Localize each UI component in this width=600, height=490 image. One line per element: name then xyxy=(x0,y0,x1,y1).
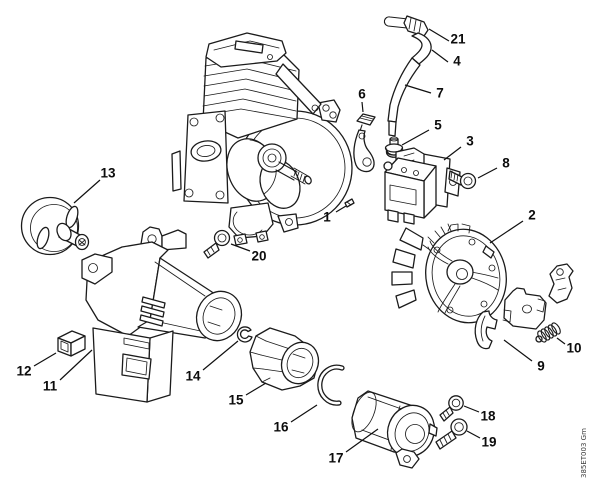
callout-leader-line xyxy=(290,404,318,423)
callout-17-clutch-drum: 17 xyxy=(328,428,379,466)
callout-number: 20 xyxy=(251,249,266,264)
callout-leader-line xyxy=(431,49,449,63)
callout-number: 1 xyxy=(323,210,331,225)
callout-number: 17 xyxy=(328,451,343,466)
callout-leader-line xyxy=(245,382,267,396)
callout-10-spring: 10 xyxy=(556,337,582,356)
screw-18-part xyxy=(439,395,464,422)
callout-4-elbow-sleeve: 4 xyxy=(431,49,461,69)
callout-number: 5 xyxy=(434,118,442,133)
callout-number: 19 xyxy=(481,435,496,450)
callout-number: 16 xyxy=(273,420,289,435)
housing-part xyxy=(81,226,243,403)
callout-number: 6 xyxy=(358,87,366,102)
callout-18-screw: 18 xyxy=(463,405,496,424)
callout-leader-line xyxy=(404,84,432,94)
ignition-module-part xyxy=(383,147,461,225)
callout-12-plug: 12 xyxy=(16,352,57,379)
callout-2-flywheel: 2 xyxy=(489,208,536,244)
watermark-text: 385ET003 Gm xyxy=(580,428,588,478)
callout-16-spring-clip: 16 xyxy=(273,404,318,435)
screw-20-part xyxy=(203,229,231,259)
callout-number: 9 xyxy=(537,359,545,374)
callout-leader-line xyxy=(556,337,566,345)
callout-3-ignition-module: 3 xyxy=(443,134,474,161)
callout-number: 18 xyxy=(480,409,496,424)
callout-leader-line xyxy=(345,428,379,453)
callout-number: 8 xyxy=(502,156,510,171)
callout-number: 21 xyxy=(450,32,466,47)
callout-leader-line xyxy=(463,405,480,413)
callout-number: 3 xyxy=(466,134,474,149)
snap-ring-part xyxy=(236,326,253,343)
callout-number: 14 xyxy=(185,369,201,384)
ignition-lead-part xyxy=(383,15,432,137)
callout-number: 15 xyxy=(228,393,244,408)
callout-number: 7 xyxy=(436,86,444,101)
flywheel-part xyxy=(391,223,507,324)
callout-14-snap-ring: 14 xyxy=(185,340,239,384)
callout-number: 2 xyxy=(528,208,536,223)
screw-8-part xyxy=(448,170,477,190)
callout-leader-line xyxy=(443,146,462,161)
lever-part xyxy=(353,113,376,173)
starter-pawl-part xyxy=(474,310,498,350)
callout-11-housing: 11 xyxy=(43,349,93,394)
callout-5-grommet: 5 xyxy=(401,118,442,146)
callout-leader-line xyxy=(33,352,57,367)
callout-13-cap: 13 xyxy=(73,166,116,204)
coupling-sleeve-part xyxy=(249,327,320,391)
callout-21-sleeve-nipple: 21 xyxy=(428,28,466,47)
pawl-carrier-part xyxy=(502,287,547,330)
callout-leader-line xyxy=(489,220,524,244)
callout-7-ignition-lead: 7 xyxy=(404,84,444,101)
callout-number: 10 xyxy=(566,341,581,356)
spring-clip-part xyxy=(317,364,345,406)
callout-leader-line xyxy=(466,430,481,439)
callout-leader-line xyxy=(503,339,533,362)
callout-leader-line xyxy=(73,179,101,204)
callout-6-lever: 6 xyxy=(358,87,366,113)
cap-part xyxy=(20,196,90,256)
callout-leader-line xyxy=(202,340,239,371)
callout-19-screw: 19 xyxy=(466,430,497,450)
callout-leader-line xyxy=(477,167,498,179)
clutch-drum-part xyxy=(351,390,438,469)
locking-key-part xyxy=(344,198,355,208)
callout-leader-line xyxy=(230,243,251,252)
screw-19-part xyxy=(435,418,468,450)
callout-number: 12 xyxy=(16,364,31,379)
callout-15-coupling-sleeve: 15 xyxy=(228,382,267,408)
callout-1-locking-key: 1 xyxy=(323,205,347,225)
callout-20-screw: 20 xyxy=(230,243,267,264)
callout-number: 4 xyxy=(453,54,461,69)
callout-leader-line xyxy=(59,349,93,381)
pawl-right-part xyxy=(548,263,574,304)
callout-leader-line xyxy=(361,101,364,113)
callout-number: 13 xyxy=(100,166,116,181)
callout-9-starter-pawl: 9 xyxy=(503,339,545,374)
engine-assembly-part xyxy=(171,32,353,246)
spring-part xyxy=(535,322,561,343)
callout-leader-line xyxy=(428,28,450,42)
callout-leader-line xyxy=(401,129,430,146)
plug-part xyxy=(57,330,86,357)
callout-number: 11 xyxy=(43,379,58,394)
callout-8-screw: 8 xyxy=(477,156,510,179)
callout-leader-line xyxy=(335,205,347,213)
